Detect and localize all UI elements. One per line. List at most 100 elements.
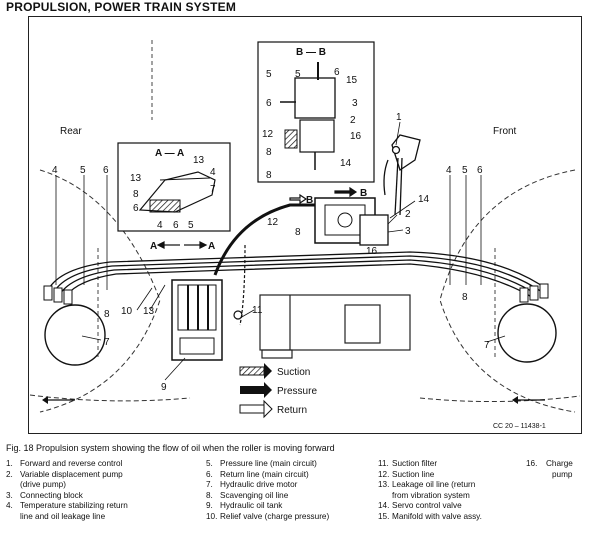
section-bb-detail: [257, 41, 375, 183]
svg-text:5: 5: [266, 69, 272, 80]
front-roller-drum: [419, 169, 581, 413]
legend-item-text: Charge: [546, 459, 573, 468]
svg-text:6: 6: [133, 203, 139, 214]
legend-item-number: 16.: [526, 459, 538, 468]
svg-text:5: 5: [462, 165, 468, 176]
rear-drive-motor: [44, 304, 106, 366]
legend-item: 8.Scavenging oil line: [206, 491, 329, 502]
hydraulic-oil-tank: [171, 279, 223, 361]
rear-roller-drum: [29, 169, 191, 413]
legend-item: 5.Pressure line (main circuit): [206, 459, 329, 470]
svg-text:6: 6: [103, 165, 109, 176]
svg-text:8: 8: [266, 170, 272, 181]
legend-item-number: 13.: [378, 480, 390, 489]
legend-item-text: Manifold with valve assy.: [392, 511, 482, 521]
legend-return-symbol: [239, 399, 273, 419]
front-hose-bundle: [229, 251, 549, 297]
legend-item-text: Leakage oil line (return: [392, 480, 476, 489]
legend-item: line and oil leakage line: [6, 512, 128, 523]
svg-text:7: 7: [484, 340, 490, 351]
svg-text:2: 2: [350, 115, 356, 126]
svg-text:9: 9: [161, 382, 167, 393]
svg-text:6: 6: [173, 220, 179, 231]
propulsion-diagram: Rear Front A — A B — B A A B B Suction P…: [29, 40, 581, 430]
legend-item: 7. Hydraulic drive motor: [206, 480, 329, 491]
section-aa-detail: [117, 142, 231, 232]
legend-pressure-symbol: [240, 382, 272, 398]
legend-item: 12.Suction line: [378, 470, 482, 481]
svg-text:4: 4: [210, 167, 216, 178]
legend-item-text: Temperature stabilizing return: [20, 501, 128, 510]
svg-text:10: 10: [121, 306, 133, 317]
svg-text:3: 3: [405, 226, 411, 237]
legend-item-text: (drive pump): [20, 480, 66, 489]
legend-item-text: Hydraulic drive motor: [220, 480, 298, 489]
legend-item: 6.Return line (main circuit): [206, 470, 329, 481]
legend-item: 16. Charge: [526, 459, 573, 470]
legend-item-text: Variable displacement pump: [20, 469, 123, 479]
legend-item-number: 15.: [378, 511, 390, 521]
legend-item: 15.Manifold with valve assy.: [378, 512, 482, 523]
legend-item: 10.Relief valve (charge pressure): [206, 512, 329, 523]
svg-text:8: 8: [266, 147, 272, 158]
page-header: PROPULSION, POWER TRAIN SYSTEM: [6, 0, 237, 14]
legend-item: 3. Connecting block: [6, 491, 128, 502]
legend-item-text: Suction filter: [392, 459, 438, 468]
drive-pump-assembly: [314, 197, 389, 246]
legend-item: 2.Variable displacement pump: [6, 470, 128, 481]
section-aa-title: A — A: [155, 148, 184, 159]
section-bb-title: B — B: [296, 47, 326, 58]
legend-item: 4. Temperature stabilizing return: [6, 501, 128, 512]
legend-item-text: Forward and reverse control: [20, 459, 123, 468]
frame-lines: [97, 40, 496, 360]
legend-item-number: 14.: [378, 501, 390, 510]
svg-text:14: 14: [340, 158, 352, 169]
callout-numbers: 4 5 6 4 5 6 1 8 10 13 11 8 7 7 9 12 8 14…: [52, 67, 490, 393]
a-marker-left: A: [150, 241, 157, 252]
svg-text:11: 11: [252, 305, 263, 316]
diagram-frame: [28, 16, 582, 434]
legend-item-text: Connecting block: [20, 490, 83, 500]
legend-item: 1.Forward and reverse control: [6, 459, 128, 470]
front-drive-motor: [497, 303, 557, 363]
legend-item: 9. Hydraulic oil tank: [206, 501, 329, 512]
svg-text:4: 4: [157, 220, 163, 231]
svg-text:14: 14: [418, 194, 430, 205]
legend-suction-symbol: [239, 363, 272, 379]
svg-text:13: 13: [130, 173, 142, 184]
legend-item: 14.Servo control valve: [378, 501, 482, 512]
legend-item-text: Pressure line (main circuit): [220, 459, 317, 468]
svg-text:4: 4: [446, 165, 452, 176]
legend-item: from vibration system: [378, 491, 482, 502]
drain-line: [239, 244, 246, 326]
svg-text:8: 8: [104, 309, 110, 320]
legend-item-number: 8.: [206, 490, 213, 500]
svg-text:3: 3: [352, 98, 358, 109]
legend-item-number: 3.: [6, 490, 13, 500]
svg-text:5: 5: [80, 165, 86, 176]
legend-item-number: 4.: [6, 501, 13, 510]
svg-text:8: 8: [462, 292, 468, 303]
svg-text:13: 13: [193, 155, 205, 166]
svg-text:7: 7: [104, 337, 110, 348]
legend-item-text: Hydraulic oil tank: [220, 501, 283, 510]
legend-item-number: 10.: [206, 511, 218, 521]
svg-text:2: 2: [405, 209, 411, 220]
leader-lines: [55, 121, 506, 381]
hose-fittings: [43, 283, 549, 305]
svg-text:12: 12: [267, 217, 279, 228]
legend-item-text: Return line (main circuit): [220, 469, 309, 479]
legend-column-2: 5.Pressure line (main circuit)6.Return l…: [206, 459, 329, 522]
legend-item-text: from vibration system: [392, 490, 470, 500]
legend-item-number: 11.: [378, 459, 389, 468]
legend-item: 13.Leakage oil line (return: [378, 480, 482, 491]
legend-item-number: 7.: [206, 480, 213, 489]
legend-suction-label: Suction: [277, 367, 310, 378]
svg-text:8: 8: [295, 227, 301, 238]
legend-item-number: 9.: [206, 501, 213, 510]
svg-text:7: 7: [210, 184, 216, 195]
rear-label: Rear: [60, 126, 82, 137]
